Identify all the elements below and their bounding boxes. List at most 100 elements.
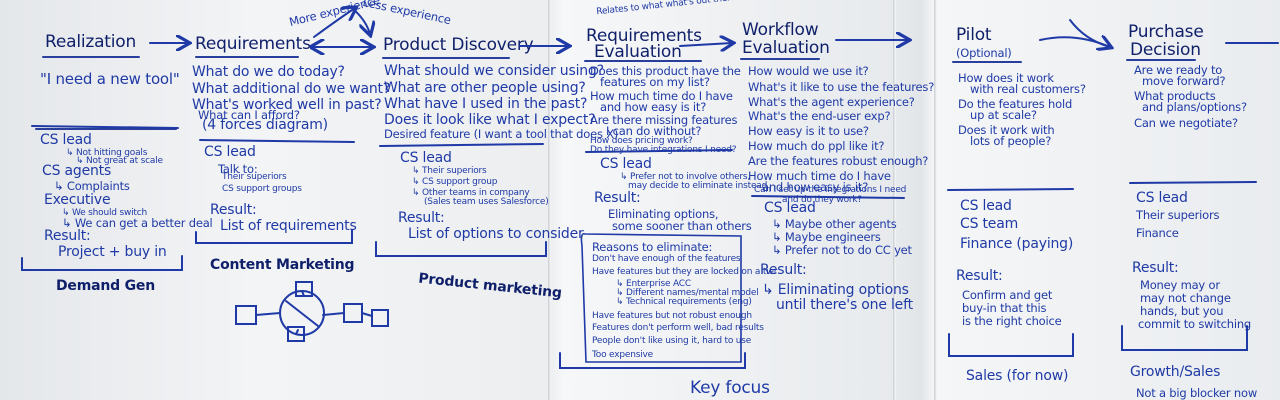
req-eval-role-item: ↳ Prefer not to involve others, (620, 172, 751, 182)
purchase-decision-role: CS lead (1136, 190, 1188, 206)
pilot-question: up at scale? (970, 108, 1037, 122)
realization-role-note: ↳ We can get a better deal (62, 216, 213, 230)
workflow-eval-role-item: ↳ Maybe engineers (772, 230, 881, 244)
product-discovery-question: Desired feature (I want a tool that does… (384, 127, 619, 141)
workflow-eval-question: How would we use it? (748, 64, 869, 78)
workflow-eval-role-item: ↳ Prefer not to do CC yet (772, 243, 912, 257)
pilot-title: Pilot (956, 25, 992, 45)
purchase-decision-question: Can we negotiate? (1134, 116, 1238, 130)
product-discovery-owner: Product marketing (417, 270, 563, 302)
workflow-eval-question: What's the agent experience? (748, 95, 915, 109)
product-discovery-title: Product Discovery (383, 35, 534, 55)
requirements-question: What can I afford? (198, 108, 300, 122)
requirements-result: List of requirements (220, 218, 357, 234)
purchase-decision-footer: Not a big blocker now (1136, 386, 1258, 400)
workflow-eval-result: ↳ Eliminating options (762, 282, 909, 298)
requirements-role: CS lead (204, 144, 256, 160)
key-focus-label: Key focus (690, 378, 770, 398)
req-eval-question: Does this product have the (590, 64, 741, 78)
purchase-decision-result: Money may or (1140, 278, 1220, 292)
product-discovery-role-item: (Sales team uses Salesforce) (424, 197, 549, 207)
realization-role-note: ↳ Complaints (54, 179, 130, 193)
req-eval-title-line2: Evaluation (594, 42, 682, 62)
purchase-decision-result-label: Result: (1132, 260, 1179, 276)
purchase-decision-result: may not change (1140, 291, 1231, 305)
whiteboard-seam (893, 0, 896, 400)
requirements-result-label: Result: (210, 202, 257, 218)
purchase-decision-result: hands, but you (1140, 304, 1224, 318)
whiteboard-seam (934, 0, 937, 400)
workflow-eval-question: How much time do I have (748, 169, 891, 183)
realization-owner: Demand Gen (56, 278, 155, 294)
pilot-owner: Sales (for now) (966, 368, 1069, 384)
purchase-decision-question: What products (1134, 89, 1216, 103)
purchase-decision-result: commit to switching (1138, 317, 1252, 331)
purchase-decision-title-line2: Decision (1130, 40, 1201, 60)
purchase-decision-title-line1: Purchase (1128, 22, 1204, 42)
pilot-question: with real customers? (970, 82, 1086, 96)
realization-role-note: ↳ Not hitting goals (66, 148, 148, 158)
reasons-title: Reasons to eliminate: (592, 240, 713, 254)
workflow-eval-question: How easy is it to use? (748, 124, 869, 138)
requirements-question: What do we do today? (192, 64, 345, 80)
req-eval-question: features on my list? (600, 75, 710, 89)
realization-role: CS agents (42, 163, 112, 179)
relates-note: Relates to what what's out there (595, 0, 737, 18)
req-eval-role: CS lead (600, 156, 652, 172)
workflow-eval-question: How much do ppl like it? (748, 139, 885, 153)
product-discovery-question: What have I used in the past? (384, 96, 588, 112)
workflow-eval-role-item: ↳ Maybe other agents (772, 217, 897, 231)
workflow-eval-question: What's it like to use the features? (748, 80, 935, 94)
pilot-question: Do the features hold (958, 97, 1073, 111)
req-eval-question: How does pricing work? (590, 136, 693, 146)
reason-item: Too expensive (592, 350, 653, 360)
purchase-decision-question: move forward? (1142, 74, 1226, 88)
pilot-subtitle: (Optional) (956, 46, 1012, 60)
realization-role-note: ↳ We should switch (62, 208, 147, 218)
whiteboard-seam (548, 0, 551, 400)
req-eval-question: Do they have integrations I need? (590, 145, 737, 155)
req-eval-question: and how easy is it? (600, 100, 707, 114)
workflow-eval-question: What's the end-user exp? (748, 109, 891, 123)
req-eval-result: Eliminating options, (608, 207, 719, 221)
product-discovery-role: CS lead (400, 150, 452, 166)
pilot-question: lots of people? (970, 134, 1052, 148)
pilot-result: is the right choice (962, 314, 1062, 328)
req-eval-question: I can do without? (606, 124, 702, 138)
product-discovery-result: List of options to consider (408, 226, 584, 242)
realization-role: CS lead (40, 132, 92, 148)
pilot-question: Does it work with (958, 123, 1055, 137)
product-discovery-role-item: ↳ CS support group (412, 177, 498, 187)
reason-item: Have features but they are locked on a t… (592, 267, 778, 277)
requirements-question: What's worked well in past? (192, 97, 382, 113)
realization-role: Executive (44, 192, 111, 208)
requirements-title: Requirements (195, 34, 311, 54)
pilot-role: Finance (paying) (960, 236, 1074, 252)
realization-result-label: Result: (44, 228, 91, 244)
requirements-talk-item: CS support groups (222, 184, 302, 194)
reason-item: ↳ Technical requirements (eng) (616, 297, 752, 307)
workflow-eval-title-line2: Evaluation (742, 38, 830, 58)
product-discovery-role-item: ↳ Other teams in company (412, 188, 530, 198)
purchase-decision-owner: Growth/Sales (1130, 364, 1221, 380)
req-eval-question: How much time do I have (590, 89, 733, 103)
realization-result: Project + buy in (58, 244, 167, 260)
reason-item: Features don't perform well, bad results (592, 323, 764, 333)
req-eval-result: some sooner than others (612, 219, 752, 233)
requirements-question: (4 forces diagram) (202, 117, 328, 133)
product-discovery-role-item: ↳ Their superiors (412, 166, 487, 176)
workflow-eval-role: CS lead (764, 200, 816, 216)
pilot-result-label: Result: (956, 268, 1003, 284)
pilot-result: Confirm and get (962, 288, 1053, 302)
requirements-question: What additional do we want? (192, 81, 391, 97)
workflow-eval-result: until there's one left (776, 297, 913, 313)
workflow-eval-question: Can I set up the integrations I need (754, 185, 907, 195)
less-experience-note: Less experience (361, 0, 453, 28)
product-discovery-question: What are other people using? (384, 80, 586, 96)
req-eval-title-line1: Requirements (586, 26, 702, 46)
product-discovery-question: What should we consider using? (384, 63, 604, 79)
flow-arrow (1069, 19, 1111, 48)
flow-arrow (1039, 37, 1110, 47)
workflow-eval-question: Are the features robust enough? (748, 154, 929, 168)
